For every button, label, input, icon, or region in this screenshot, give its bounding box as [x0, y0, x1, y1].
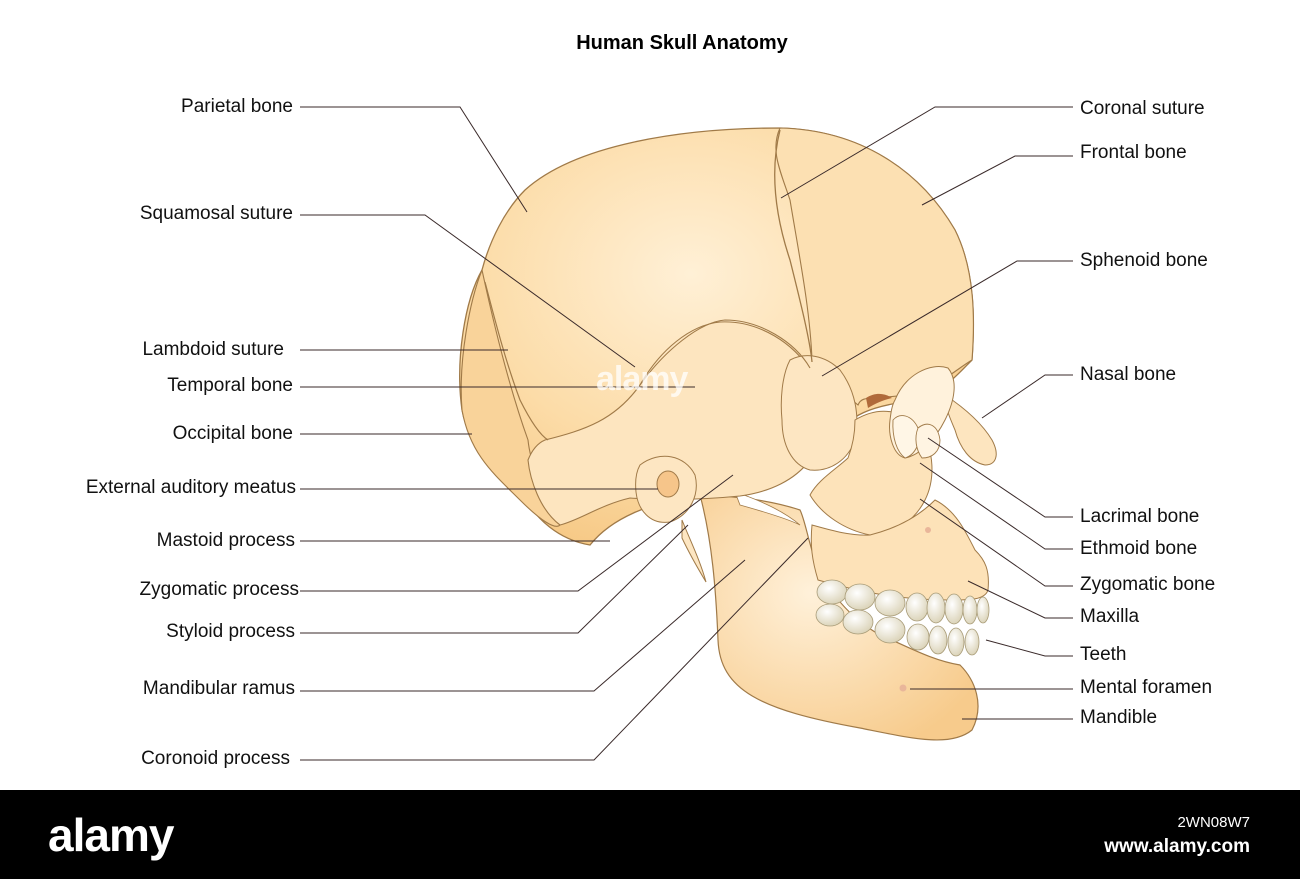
teeth-group — [815, 579, 990, 657]
leader-parietal-bone — [300, 106, 528, 213]
temporal-bone-shape — [527, 321, 817, 526]
leader-frontal-bone — [921, 155, 1073, 206]
label-teeth: Teeth — [1080, 644, 1127, 665]
leader-lacrimal-bone — [927, 437, 1073, 518]
auditory-meatus-shape — [656, 470, 680, 498]
label-mandible: Mandible — [1080, 707, 1158, 728]
watermark-footer: alamy 2WN08W7 www.alamy.com — [0, 790, 1300, 879]
leader-coronoid-process — [300, 537, 809, 761]
label-ethmoid-bone: Ethmoid bone — [1080, 538, 1198, 559]
tooth — [874, 589, 906, 617]
leader-styloid-process — [300, 524, 689, 634]
label-nasal-bone: Nasal bone — [1080, 364, 1177, 385]
tooth — [944, 593, 964, 625]
leader-lines — [300, 106, 1073, 761]
label-external-auditory-meatus: External auditory meatus — [85, 477, 296, 498]
tooth — [964, 628, 980, 656]
tooth — [906, 623, 930, 651]
label-mastoid-process: Mastoid process — [156, 530, 295, 551]
tooth — [816, 579, 848, 605]
tooth — [962, 595, 978, 625]
mental-foramen-dot — [899, 684, 907, 692]
tooth — [947, 627, 965, 657]
watermark-overlay: alamy — [596, 360, 688, 398]
lambdoid-suture-line — [484, 281, 549, 441]
label-coronal-suture: Coronal suture — [1080, 98, 1205, 119]
coronal-suture-line — [774, 129, 813, 363]
label-frontal-bone: Frontal bone — [1080, 142, 1187, 163]
label-squamosal-suture: Squamosal suture — [139, 203, 293, 224]
occipital-shape — [460, 268, 561, 527]
image-id: 2WN08W7 — [1177, 814, 1250, 831]
label-lambdoid-suture: Lambdoid suture — [142, 339, 284, 360]
label-zygomatic-bone: Zygomatic bone — [1080, 574, 1216, 595]
coronoid-notch — [734, 491, 801, 526]
label-occipital-bone: Occipital bone — [172, 423, 293, 444]
orbit-shadow — [866, 393, 892, 408]
tooth — [926, 592, 946, 624]
label-lacrimal-bone: Lacrimal bone — [1080, 506, 1200, 527]
label-sphenoid-bone: Sphenoid bone — [1080, 250, 1208, 271]
leader-ethmoid-bone — [919, 462, 1073, 550]
label-mental-foramen: Mental foramen — [1080, 677, 1213, 698]
skull-diagram — [300, 106, 1073, 761]
sphenoid-shape — [780, 355, 858, 471]
tooth — [905, 592, 929, 622]
tooth — [976, 596, 990, 624]
leader-mandibular-ramus — [300, 559, 746, 692]
leader-zygomatic-bone — [919, 498, 1073, 587]
tooth — [928, 625, 948, 655]
tooth — [815, 603, 845, 627]
label-styloid-process: Styloid process — [166, 621, 295, 642]
site-url: www.alamy.com — [1104, 836, 1250, 857]
label-temporal-bone: Temporal bone — [167, 375, 293, 396]
diagram-title: Human Skull Anatomy — [576, 32, 788, 54]
label-mandibular-ramus: Mandibular ramus — [142, 678, 295, 699]
alamy-logo: alamy — [48, 809, 174, 861]
label-zygomatic-process: Zygomatic process — [139, 579, 299, 600]
leader-coronal-suture — [780, 106, 1073, 199]
styloid-shape — [681, 519, 707, 583]
nasal-bone-shape — [944, 394, 997, 466]
leader-zygomatic-process — [300, 474, 734, 592]
leader-teeth — [985, 639, 1073, 657]
tooth — [844, 583, 876, 611]
label-coronoid-process: Coronoid process — [141, 748, 290, 769]
label-parietal-bone: Parietal bone — [181, 96, 293, 117]
leader-nasal-bone — [981, 374, 1073, 419]
foramen-dot — [925, 527, 931, 533]
ethmoid-shape — [915, 423, 941, 459]
squamosal-suture-line — [639, 319, 811, 386]
leader-squamosal-suture — [300, 214, 636, 368]
tooth — [842, 609, 874, 635]
diagram-stage: Human Skull Anatomy Parietal bone Squamo… — [85, 32, 1216, 769]
label-maxilla: Maxilla — [1080, 606, 1140, 627]
leader-maxilla — [967, 580, 1073, 619]
leader-sphenoid-bone — [821, 260, 1073, 377]
tooth — [874, 616, 906, 644]
